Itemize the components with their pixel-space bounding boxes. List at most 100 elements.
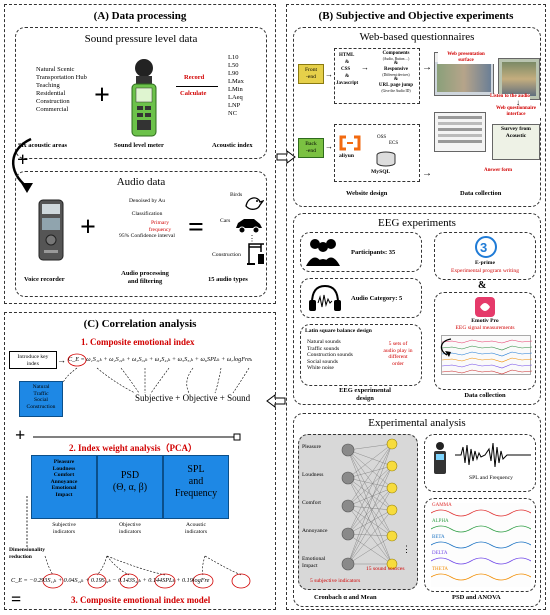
node-label: Comfort <box>302 500 321 506</box>
frequency-label: frequency <box>148 226 172 233</box>
spl-freq-card: SPL and Frequency <box>424 434 536 492</box>
sets-line: audio play in <box>383 347 413 354</box>
emotiv-card: Emotiv Pro EEG signal measurements <box>434 292 536 390</box>
indicator-line: indicators <box>52 528 76 535</box>
sets-line: 5 sets of <box>388 341 408 347</box>
band-label: ALPHA <box>432 519 449 524</box>
area-item: Commercial <box>36 106 69 113</box>
record-line <box>176 86 218 87</box>
construction-icon <box>246 242 266 266</box>
cronbach-caption: Cronbach α and Mean <box>314 594 377 601</box>
index-item: LMax <box>228 78 244 85</box>
panel-c-title: (C) Correlation analysis <box>83 318 197 330</box>
index-item: LNP <box>228 102 241 109</box>
nn-lines <box>341 438 398 571</box>
band-label: DELTA <box>432 551 448 556</box>
category-box: Natural Traffic Social Construction <box>19 381 63 417</box>
amp-label: & <box>478 280 487 291</box>
web-questionnaire-label: Web questionnaire interface <box>490 106 542 118</box>
indicator-line: Objective <box>119 522 141 528</box>
denoised-label: Denoised by Au <box>128 198 166 204</box>
sound-item: Traffic sounds <box>307 345 340 352</box>
amp-label: & <box>393 61 399 66</box>
aliyun-logo-icon <box>339 135 361 151</box>
processing-caption-line: and filtering <box>127 278 163 285</box>
sound-meter-icon <box>431 441 449 475</box>
subjective-item: Emotional <box>51 485 77 492</box>
front-end-label: -end <box>306 73 316 80</box>
survey-line: Survey from <box>501 126 531 132</box>
sound-list: Natural sounds Traffic sounds Constructi… <box>307 339 353 372</box>
headphones-icon <box>307 283 343 313</box>
construction-type-label: Construction <box>212 252 241 258</box>
node-label: Emotional Impact <box>302 556 325 569</box>
analysis-title: Experimental analysis <box>368 417 466 429</box>
eprime-logo-icon: 3 <box>473 235 499 259</box>
audio-category-label: Audio Category: 5 <box>351 295 403 302</box>
audio-title: Audio data <box>116 176 166 188</box>
indicator-line: Subjective <box>52 522 76 528</box>
eprime-card: 3 E-prime Experimental program writing <box>434 232 536 280</box>
subjective-item: Comfort <box>53 472 75 479</box>
ci-label: 95% Confidence interval <box>119 233 175 240</box>
sets-line: different <box>388 354 408 361</box>
sets-text: 5 sets of audio play in different order <box>375 341 421 367</box>
database-icon <box>375 151 397 167</box>
category-item: Traffic <box>33 390 49 397</box>
calculate-label: Calculate <box>180 90 207 97</box>
area-item: Teaching <box>36 82 60 89</box>
latin-card: Latin square balance design Natural soun… <box>300 324 422 386</box>
web-box: Web-based questionnaires Front -end → HT… <box>293 27 542 207</box>
psd-line: (Θ, α, β) <box>112 482 148 493</box>
node-label-line: Impact <box>302 562 318 569</box>
spl-box-c: SPL and Frequency <box>163 455 229 519</box>
ecs-label: ECS <box>389 141 399 146</box>
dimensionality-label: Dimensionality reduction <box>9 547 45 560</box>
subjective-item: Impact <box>55 491 73 498</box>
arrow-icon: → <box>422 168 432 179</box>
emotiv-sub: EEG signal measurements <box>455 325 515 331</box>
participants-card: Participants: 35 <box>300 232 422 272</box>
aliyun-label: aliyun <box>339 153 354 159</box>
back-end-label: Back <box>305 141 317 147</box>
index-item: NC <box>228 110 238 117</box>
spl-line: SPL <box>187 464 205 475</box>
amp-label: & <box>393 77 399 82</box>
car-icon <box>234 216 264 234</box>
css-label: CSS <box>341 67 351 72</box>
eeg-design-line: design <box>356 395 374 402</box>
equals-icon: = <box>188 212 204 243</box>
svg-text:3: 3 <box>480 240 487 255</box>
eeg-title: EEG experiments <box>378 217 456 229</box>
web-presentation-label: Web presentation surface <box>438 52 494 64</box>
eeg-collection-caption: Data collection <box>464 392 506 399</box>
panel-a: (A) Data processing Sound pressure level… <box>4 4 276 304</box>
panel-b-title: (B) Subjective and Objective experiments <box>318 10 514 22</box>
category-item: Social <box>34 397 48 404</box>
arrow-icon: → <box>422 62 432 73</box>
audio-screenshot <box>498 58 540 100</box>
sound-item: Social sounds <box>307 358 338 365</box>
answer-form-label: Answer form <box>484 168 513 174</box>
indicator-line: indicators <box>118 528 142 535</box>
javascript-label: Javascript <box>336 81 359 86</box>
sources-count-label: 15 sound sources <box>366 566 405 572</box>
plus-icon: + <box>15 425 26 445</box>
node-label: Pleasure <box>302 444 321 450</box>
band-label: GAMMA <box>432 503 452 508</box>
node-label: Loudness <box>302 472 324 478</box>
meter-caption: Sound level meter <box>114 142 164 149</box>
front-end-badge: Front -end <box>298 64 324 84</box>
curve-arrow-icon <box>5 135 45 195</box>
mysql-label: MySQL <box>371 169 391 175</box>
step-1-title: 1. Composite emotional index <box>81 337 195 347</box>
panel-c: (C) Correlation analysis 1. Composite em… <box>4 312 276 610</box>
classification-label: Classification <box>131 210 163 217</box>
latin-title: Latin square balance design <box>305 328 372 334</box>
subjective-indicators-label: Subjective indicators <box>39 522 89 535</box>
participants-label: Participants: 35 <box>351 249 396 256</box>
spl-line: Frequency <box>174 488 218 499</box>
oss-label: OSS <box>377 135 387 140</box>
eeg-design-line: EEG experimental <box>339 387 391 394</box>
web-title: Web-based questionnaires <box>359 31 475 43</box>
